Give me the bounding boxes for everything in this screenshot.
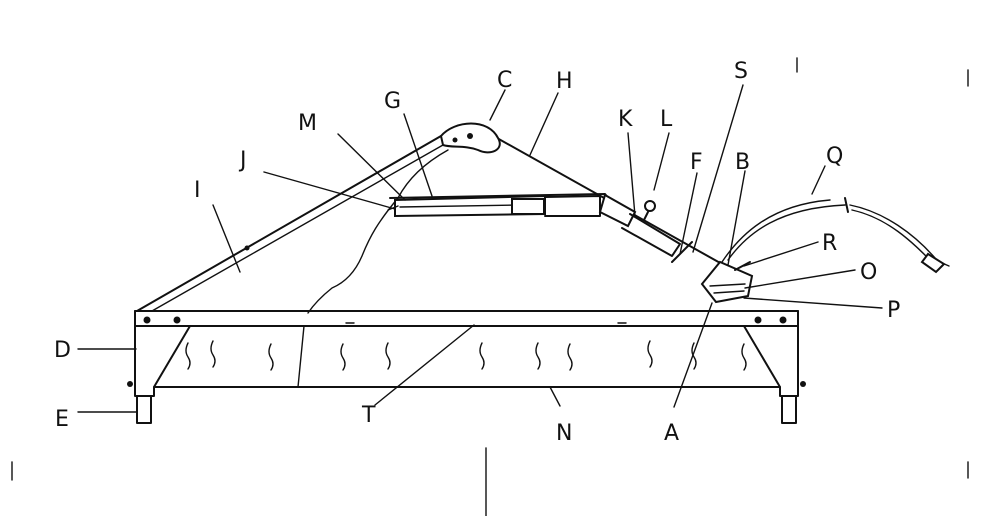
cover — [136, 122, 950, 314]
label-P: P — [887, 298, 900, 323]
label-H: H — [556, 69, 573, 94]
label-O: O — [860, 260, 877, 285]
cover-left-inner — [151, 144, 444, 312]
label-K: K — [618, 107, 633, 132]
label-F: F — [690, 150, 703, 175]
right-end-plate — [743, 310, 799, 397]
leader-lines — [77, 84, 883, 413]
label-E: E — [55, 407, 69, 432]
knob-L — [644, 200, 656, 212]
label-S: S — [734, 59, 748, 84]
left-end-plate — [134, 310, 191, 397]
right-foot — [781, 395, 797, 424]
label-G: G — [384, 89, 401, 114]
label-L: L — [660, 107, 673, 132]
label-T: T — [361, 403, 376, 428]
label-N: N — [556, 421, 572, 446]
label-A: A — [664, 421, 679, 446]
cover-left-outer — [136, 135, 442, 312]
base-frame — [127, 310, 806, 424]
label-C: C — [497, 68, 512, 93]
scan-marks — [11, 57, 969, 516]
label-J: J — [238, 148, 247, 173]
frame-top-rail — [134, 310, 799, 327]
switch-box — [598, 193, 637, 228]
label-M: M — [298, 111, 317, 136]
plug — [920, 252, 946, 274]
label-I: I — [194, 178, 201, 203]
part-labels: C H G M J I K L S F B Q R O P D E T N A — [54, 59, 900, 446]
label-B: B — [735, 150, 750, 175]
cutaway-edge — [307, 149, 449, 314]
water-waves — [185, 322, 747, 371]
left-foot — [136, 395, 152, 424]
label-R: R — [822, 231, 837, 256]
label-D: D — [54, 338, 71, 363]
thermostat-block — [700, 260, 754, 304]
label-Q: Q — [826, 144, 843, 169]
